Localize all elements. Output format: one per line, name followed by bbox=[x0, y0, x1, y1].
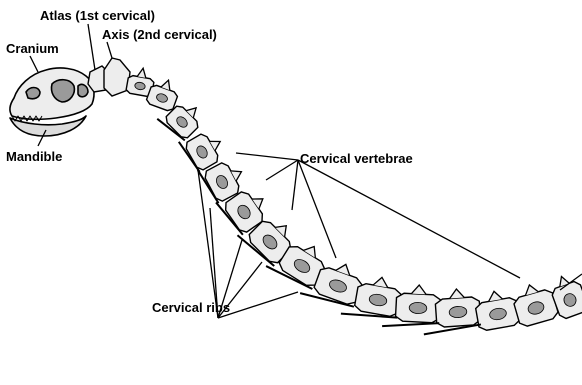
neural-spine bbox=[137, 68, 147, 78]
nasal-opening bbox=[26, 88, 40, 99]
label-atlas: Atlas (1st cervical) bbox=[40, 8, 155, 23]
neural-spine bbox=[411, 285, 426, 295]
label-cervical-ribs: Cervical ribs bbox=[152, 300, 230, 315]
leader-atlas bbox=[88, 24, 95, 70]
orbit-opening bbox=[51, 80, 74, 102]
label-mandible: Mandible bbox=[6, 149, 62, 164]
leader-vertebra-4 bbox=[298, 160, 336, 258]
skull bbox=[10, 68, 94, 136]
cervical-vertebra bbox=[434, 288, 480, 328]
leader-vertebra-2 bbox=[266, 160, 298, 180]
leader-vertebra-1 bbox=[236, 153, 298, 160]
temporal-opening bbox=[78, 84, 88, 96]
label-cranium: Cranium bbox=[6, 41, 59, 56]
leader-vertebra-5 bbox=[298, 160, 520, 278]
cervical-vertebrae-chain bbox=[126, 66, 582, 331]
label-cervical-vertebrae: Cervical vertebrae bbox=[300, 151, 413, 166]
leader-vertebra-3 bbox=[292, 160, 298, 210]
label-axis: Axis (2nd cervical) bbox=[102, 27, 217, 42]
cervical-vertebra bbox=[395, 284, 441, 323]
leader-cranium bbox=[30, 56, 38, 72]
leader-axis bbox=[107, 42, 112, 58]
neural-spine bbox=[449, 289, 464, 299]
cervical-rib bbox=[382, 323, 439, 326]
